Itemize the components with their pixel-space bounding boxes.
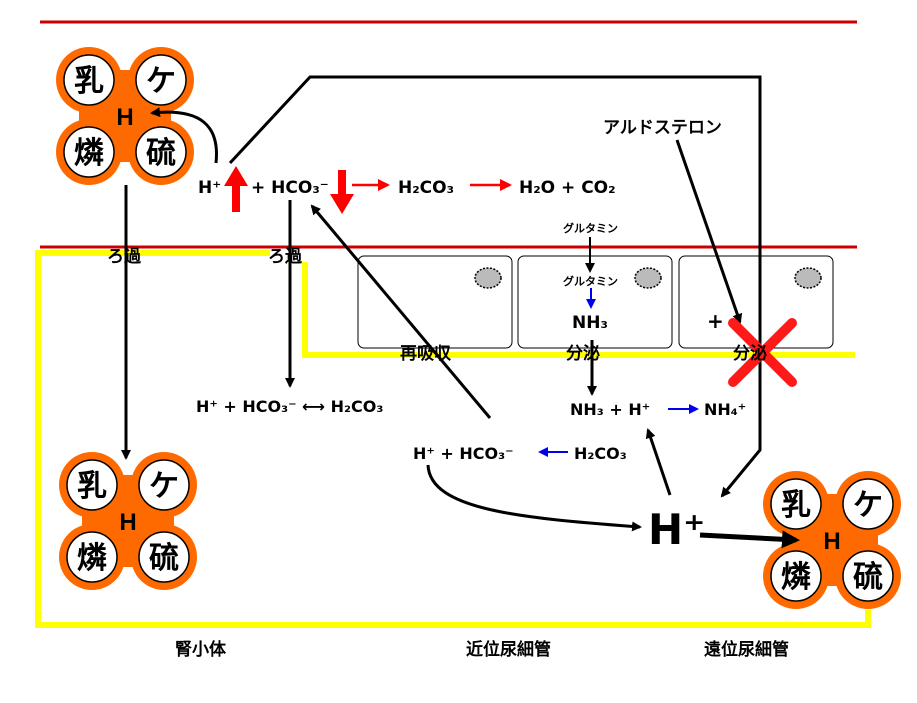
tubule-inner-outline [302, 262, 855, 358]
blood-hco3: + HCO₃⁻ [251, 178, 329, 198]
nucleus-icon [634, 267, 662, 289]
secretion-distal-label: 分泌 [733, 343, 767, 364]
blue-arrows [538, 288, 699, 457]
ketone-label: ケ [149, 469, 179, 504]
nucleus-icon [474, 267, 502, 289]
blood-h-plus: H⁺ [198, 178, 221, 198]
h-excretion-arrow [699, 530, 800, 549]
regenerated-h2co3: H₂CO₃ [574, 444, 627, 463]
nucleus-icon [794, 267, 822, 289]
epithelial-cell-1 [357, 255, 513, 349]
hydrogen-label: H [119, 509, 136, 536]
lumen-filtrate-equation: H⁺ + HCO₃⁻ ⟷ H₂CO₃ [196, 397, 383, 416]
lactate-label: 乳 [781, 488, 811, 523]
distal-feedback-line [228, 75, 762, 498]
glomerulus-label: 腎小体 [175, 639, 227, 660]
blood-h2o-co2: H₂O + CO₂ [519, 178, 616, 198]
reabsorption-label: 再吸収 [400, 344, 452, 364]
reabsorption-arrow [310, 204, 492, 419]
filtration-label-left: ろ過 [107, 247, 142, 267]
sulfate-label: 硫 [146, 136, 176, 171]
hydrogen-label: H [116, 104, 133, 131]
hydrogen-label: H [823, 528, 840, 555]
lactate-label: 乳 [77, 469, 107, 504]
sulfate-label: 硫 [149, 541, 179, 576]
lactate-label: 乳 [74, 64, 104, 99]
acid-cluster-excreted: 乳 ケ 燐 硫 H [763, 471, 901, 609]
red-arrows [224, 166, 797, 387]
h-bind-arrow [150, 107, 218, 164]
blood-h2co3: H₂CO₃ [398, 178, 454, 198]
phosphate-label: 燐 [781, 560, 811, 595]
proximal-tubule-label: 近位尿細管 [466, 639, 551, 660]
acid-cluster-filtered: 乳 ケ 燐 硫 H [59, 452, 197, 590]
tubule-outline [35, 250, 871, 628]
filtration-label-right: ろ過 [268, 247, 303, 267]
nh3-cell-label: NH₃ [572, 313, 608, 333]
proximal-cells [357, 255, 834, 349]
secreted-h-plus: H⁺ [648, 505, 705, 554]
sulfate-label: 硫 [853, 560, 883, 595]
acid-cluster-blood: 乳 ケ 燐 硫 H [56, 47, 194, 185]
aldosterone-arrow [675, 139, 743, 324]
h-to-ammonia-arrow [645, 428, 672, 496]
glutamine-cell-label: グルタミン [563, 274, 618, 288]
glutamine-label: グルタミン [563, 221, 618, 235]
hco3-decrease-arrow [330, 170, 354, 214]
h-to-lumen-arrow [426, 464, 642, 532]
ketone-label: ケ [146, 64, 176, 99]
aldosterone-label: アルドステロン [603, 118, 722, 138]
reaction-labels: H⁺ + HCO₃⁻ H₂CO₃ H₂O + CO₂ アルドステロン グルタミン… [107, 118, 789, 660]
plus-sign: + [707, 309, 724, 333]
secretion-label: 分泌 [566, 343, 600, 364]
regenerated-h-hco3: H⁺ + HCO₃⁻ [413, 444, 514, 463]
ketone-label: ケ [853, 488, 883, 523]
distal-tubule-label: 遠位尿細管 [704, 639, 789, 660]
blocked-cross-icon [728, 318, 797, 387]
phosphate-label: 燐 [74, 136, 104, 171]
flow-arrows [121, 75, 800, 549]
nh4-label: NH₄⁺ [704, 400, 746, 419]
nh3-lumen-label: NH₃ + H⁺ [570, 400, 650, 419]
phosphate-label: 燐 [77, 541, 107, 576]
h-increase-arrow [224, 166, 248, 212]
